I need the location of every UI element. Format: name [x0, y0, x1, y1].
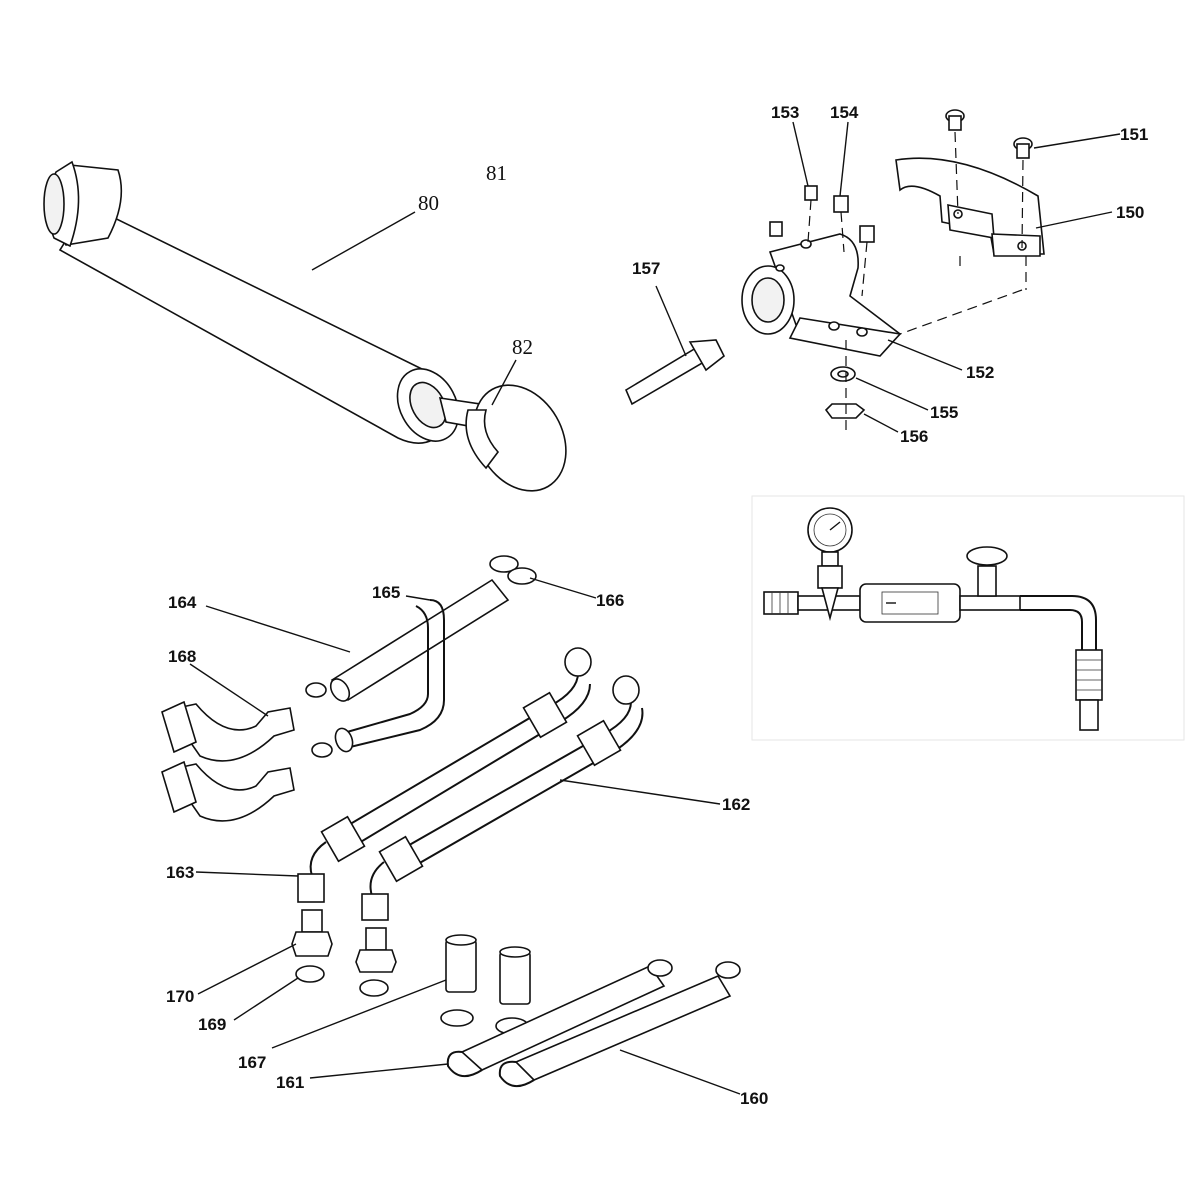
callout-154: 154: [830, 103, 859, 122]
callout-169: 169: [198, 1015, 226, 1034]
callout-161: 161: [276, 1073, 304, 1092]
callout-155: 155: [930, 403, 958, 422]
callout-162: 162: [722, 795, 750, 814]
pump-cylinder-icon: [43, 160, 567, 492]
mounting-bracket-icon: [624, 109, 1045, 432]
callout-166: 166: [596, 591, 624, 610]
callout-150: 150: [1116, 203, 1144, 222]
callout-151: 151: [1120, 125, 1148, 144]
callout-81: 81: [486, 161, 507, 185]
callout-168: 168: [168, 647, 196, 666]
callout-156: 156: [900, 427, 928, 446]
callout-82: 82: [512, 335, 533, 359]
hose-assembly-icon: [161, 555, 741, 1087]
callout-170: 170: [166, 987, 194, 1006]
callout-163: 163: [166, 863, 194, 882]
callout-153: 153: [771, 103, 799, 122]
pressure-gauge-icon: [751, 495, 1185, 741]
callout-80: 80: [418, 191, 439, 215]
callout-165: 165: [372, 583, 400, 602]
callout-152: 152: [966, 363, 994, 382]
callout-167: 167: [238, 1053, 266, 1072]
hose-leader-lines: [189, 577, 741, 1095]
bracket-leader-lines: [655, 121, 1121, 433]
cylinder-leader-lines: [311, 211, 517, 406]
callout-157: 157: [632, 259, 660, 278]
callout-160: 160: [740, 1089, 768, 1108]
callout-164: 164: [168, 593, 197, 612]
